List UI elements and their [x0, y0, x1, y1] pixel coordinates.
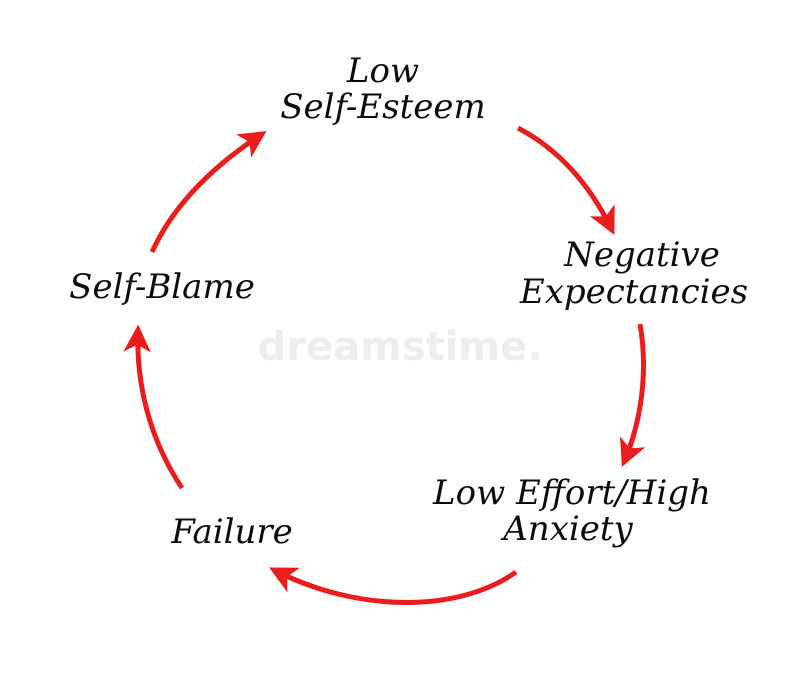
watermark-text: dreamstime.: [258, 324, 543, 370]
arrow-self-blame-to-low-self-esteem: [149, 130, 267, 254]
node-low-effort-high-anxiety-line-1: Low Effort/High: [432, 473, 711, 513]
node-negative-expectancies-line-1: Negative: [563, 235, 720, 275]
node-failure-line-1: Failure: [170, 512, 293, 552]
arrow-low-effort-to-failure: [269, 567, 518, 605]
arrow-low-self-esteem-to-negative-expectancies: [516, 125, 615, 235]
node-self-blame: Self-Blame: [69, 267, 255, 307]
node-low-self-esteem-line-1: Low: [346, 51, 419, 91]
arrow-negative-expectancies-to-low-effort: [620, 323, 646, 468]
arrows: [123, 125, 646, 605]
node-low-self-esteem-line-2: Self-Esteem: [280, 87, 486, 127]
node-low-effort-high-anxiety-line-2: Anxiety: [500, 509, 633, 549]
node-low-effort-high-anxiety: Low Effort/High Anxiety: [432, 473, 711, 549]
arrow-failure-to-self-blame: [123, 324, 185, 490]
node-low-self-esteem: Low Self-Esteem: [280, 51, 486, 127]
node-failure: Failure: [170, 512, 293, 552]
watermark: dreamstime.: [258, 324, 543, 370]
node-self-blame-line-1: Self-Blame: [69, 267, 255, 307]
node-negative-expectancies-line-2: Expectancies: [519, 272, 748, 312]
node-negative-expectancies: Negative Expectancies: [519, 235, 748, 312]
